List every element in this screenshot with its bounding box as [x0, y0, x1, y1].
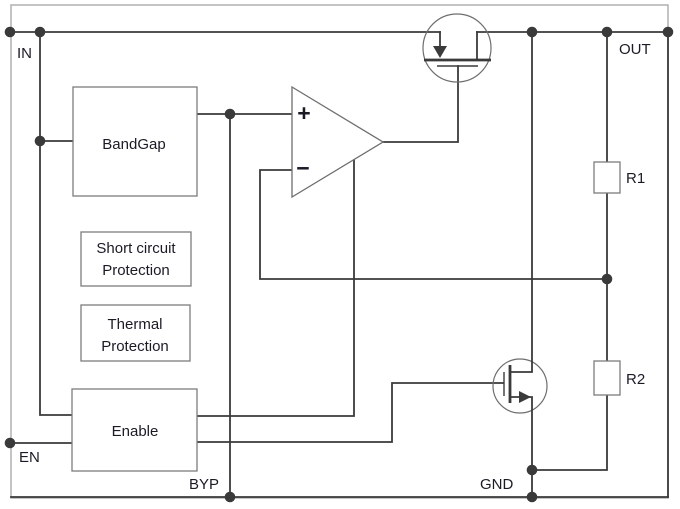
enable-to-nmos-gate-wire: [196, 382, 504, 443]
bandgap-input-junction-dot: [34, 135, 46, 147]
enable-to-amp-wire: [196, 159, 355, 417]
thermal-label-line1: Thermal: [107, 316, 162, 333]
divider-chain-wire: [531, 31, 608, 471]
resistor-r2: [593, 360, 621, 396]
r2-gnd-junction-dot: [526, 464, 538, 476]
r1-label: R1: [626, 170, 645, 187]
short-circuit-label-line1: Short circuit: [96, 240, 176, 257]
en-pin-label: EN: [19, 449, 40, 466]
thermal-label-line2: Protection: [101, 338, 169, 355]
opamp-plus-label: +: [297, 100, 310, 126]
resistor-r1: [593, 161, 621, 194]
in-pin-label: IN: [17, 45, 32, 62]
in-branch-to-enable: [39, 31, 73, 416]
out-rail-nmos-junction-dot: [526, 26, 538, 38]
enable-block: [71, 388, 198, 472]
byp-pin-label: BYP: [189, 476, 219, 493]
thermal-protection-block: [80, 304, 191, 362]
out-pin-label: OUT: [619, 41, 651, 58]
bandgap-output-junction-dot: [224, 108, 236, 120]
in-branch-junction-dot: [34, 26, 46, 38]
out-rail-r1-junction-dot: [601, 26, 613, 38]
out-pin-dot: [662, 26, 674, 38]
r2-label: R2: [626, 371, 645, 388]
gnd-pin-dot: [526, 491, 538, 503]
short-circuit-label-line2: Protection: [102, 262, 170, 279]
nmos-arrow-icon: [519, 391, 531, 403]
feedback-junction-dot: [601, 273, 613, 285]
en-pin-dot: [4, 437, 16, 449]
short-circuit-protection-block: [80, 231, 192, 287]
nmos-transistor-icon: [492, 358, 548, 414]
gnd-pin-label: GND: [480, 476, 514, 493]
pmos-transistor-icon: [422, 13, 492, 83]
pmos-arrow-icon: [433, 46, 447, 58]
nmos-drain-wire: [509, 31, 533, 373]
bandgap-label: BandGap: [102, 136, 165, 153]
byp-pin-dot: [224, 491, 236, 503]
in-pin-dot: [4, 26, 16, 38]
amp-output-to-gate-wire: [382, 65, 459, 143]
bandgap-block: [72, 86, 198, 197]
feedback-wire: [259, 169, 608, 280]
opamp-triangle-icon: [291, 85, 385, 199]
enable-label: Enable: [112, 423, 159, 440]
opamp-minus-label: −: [296, 155, 309, 181]
